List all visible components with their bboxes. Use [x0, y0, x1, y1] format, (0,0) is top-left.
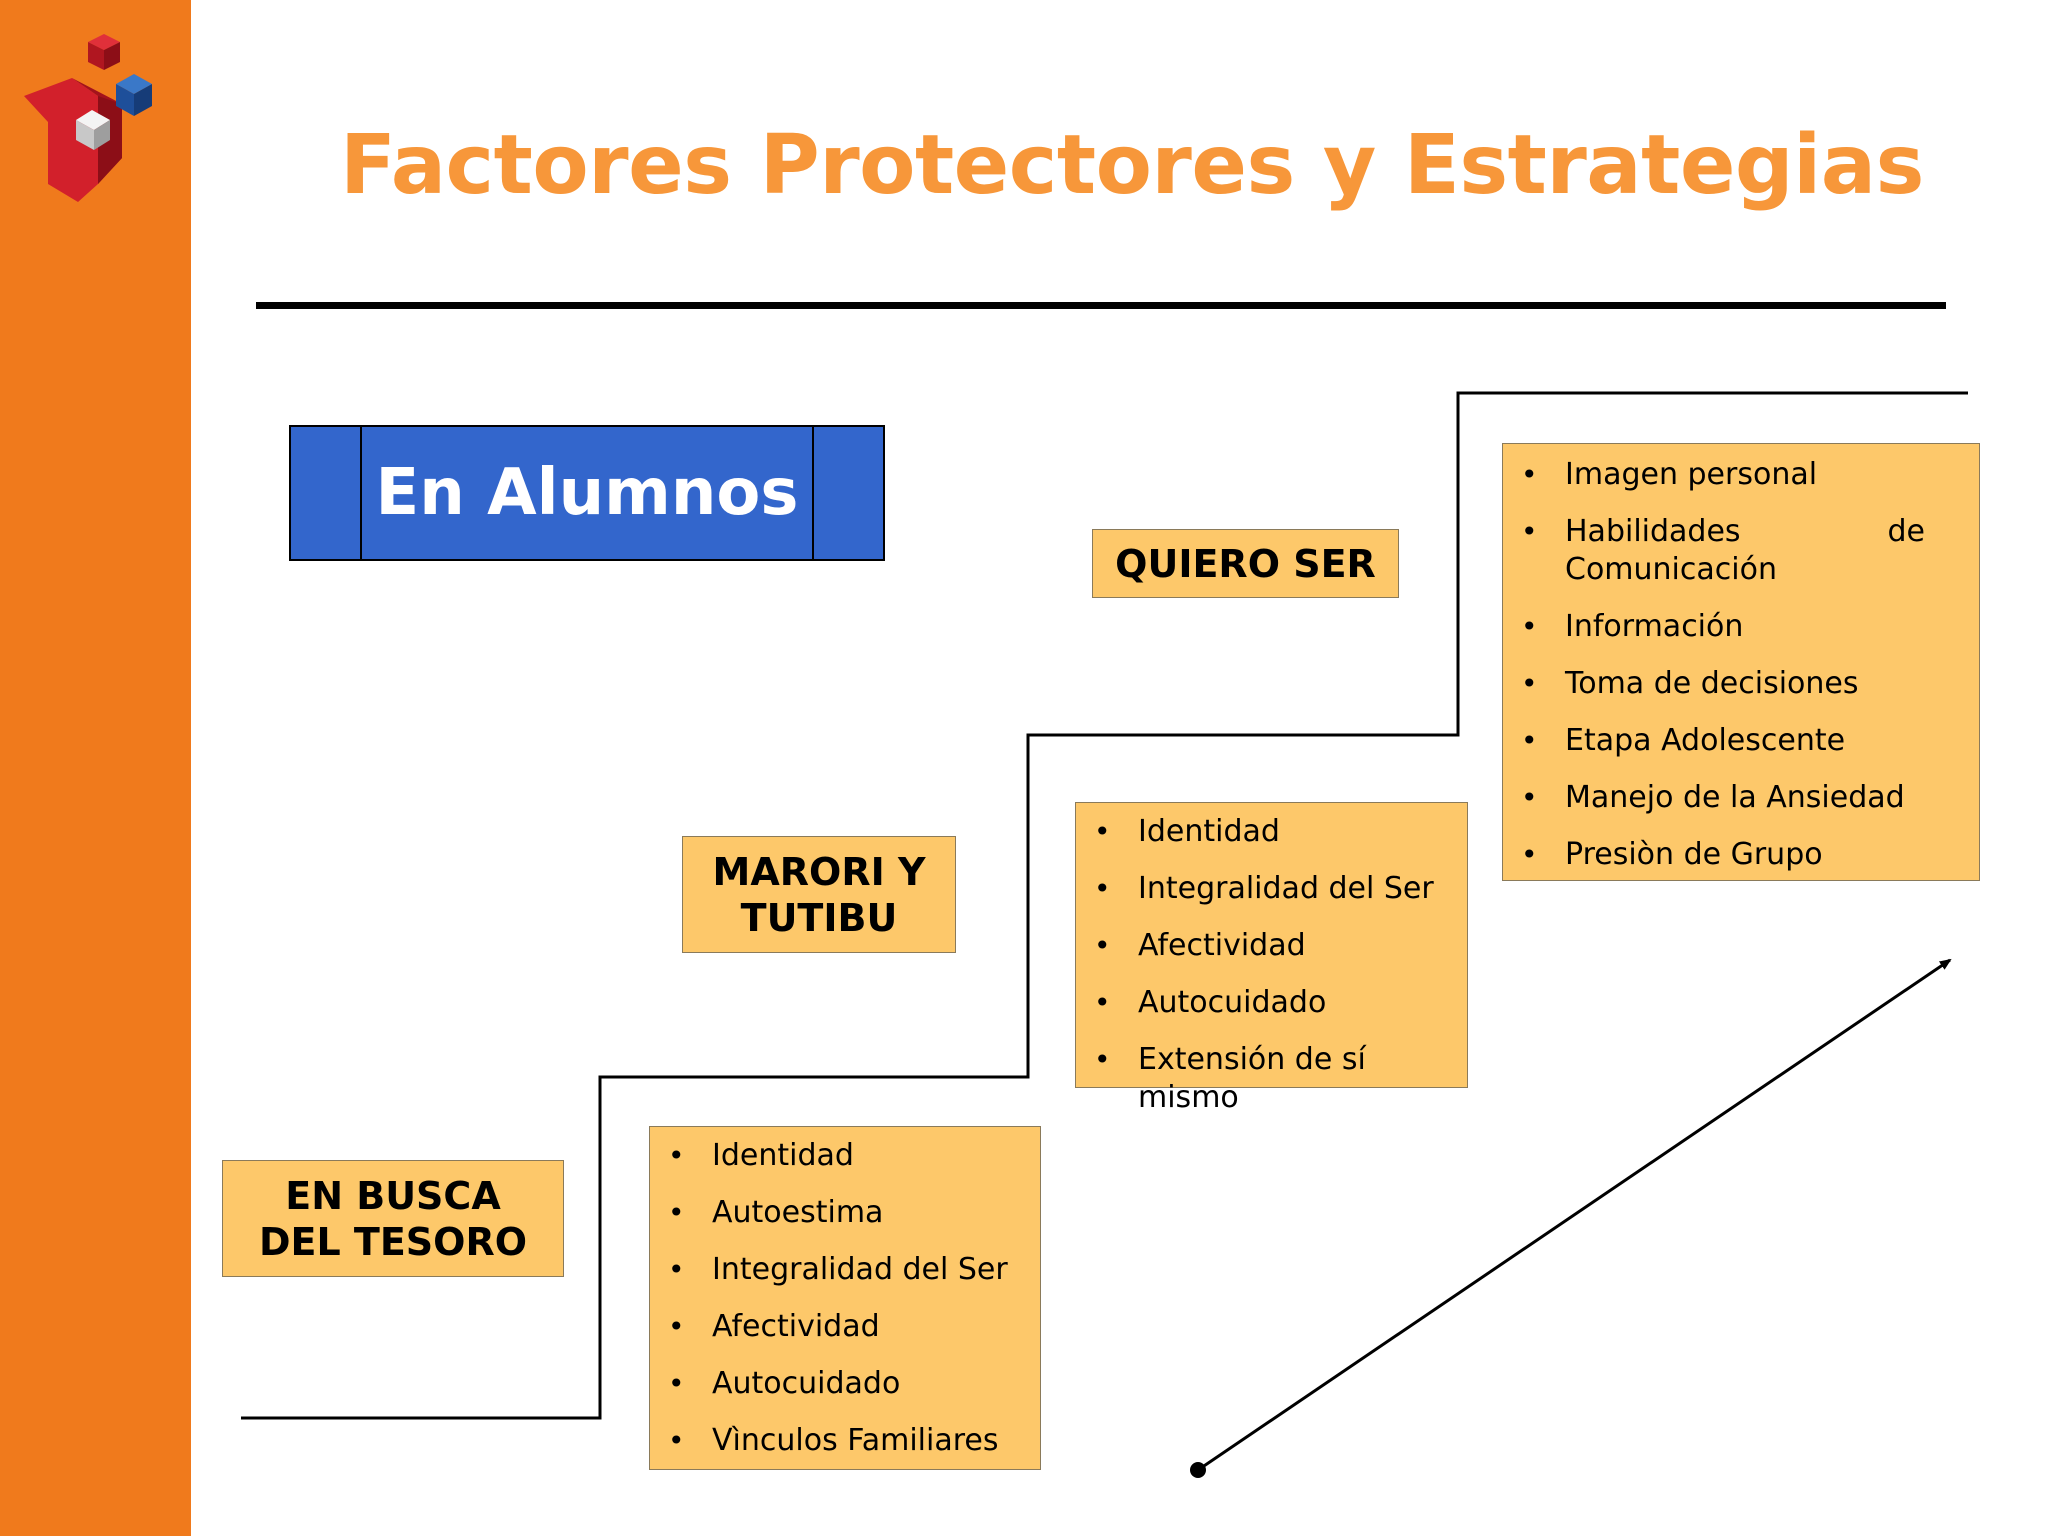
stage-label-line: TUTIBU [740, 895, 898, 940]
section-label-right-bar [812, 427, 814, 559]
growth-arrow-icon [1197, 958, 1952, 1472]
section-label-text: En Alumnos [375, 456, 799, 530]
list-item: Identidad [650, 1137, 1040, 1175]
list-item: Habilidades de Comunicación [1503, 513, 1979, 589]
staircase-line [241, 391, 1968, 1420]
stage-label-quiero-ser: QUIERO SER [1092, 529, 1399, 598]
list-item: Autoestima [650, 1194, 1040, 1232]
stage-label-line: EN BUSCA [285, 1173, 501, 1218]
stage-items-en-busca-del-tesoro: Identidad Autoestima Integralidad del Se… [649, 1126, 1041, 1470]
stage-label-marori-y-tutibu: MARORI Y TUTIBU [682, 836, 956, 953]
list-item: Integralidad del Ser [650, 1251, 1040, 1289]
slide-title: Factores Protectores y Estrategias [340, 118, 1924, 213]
list-item: Imagen personal [1503, 456, 1979, 494]
list-item-text: Habilidades de Comunicación [1565, 514, 1925, 587]
list-item: Información [1503, 608, 1979, 646]
stage-label-en-busca-del-tesoro: EN BUSCA DEL TESORO [222, 1160, 564, 1277]
stage-items-marori-y-tutibu: Identidad Integralidad del Ser Afectivid… [1075, 802, 1468, 1115]
list-item: Integralidad del Ser [1076, 870, 1467, 908]
section-label-en-alumnos: En Alumnos [289, 425, 885, 561]
list-item: Presiòn de Grupo [1503, 836, 1979, 874]
stage-label-line: DEL TESORO [258, 1219, 528, 1264]
list-item: Extensión de sí mismo [1076, 1041, 1467, 1117]
stage-items-quiero-ser: Imagen personal Habilidades de Comunicac… [1502, 443, 1980, 881]
list-item: Etapa Adolescente [1503, 722, 1979, 760]
arrow-origin-dot [1190, 1462, 1206, 1478]
title-underline [256, 302, 1946, 309]
stage-label-line: MARORI Y [712, 849, 926, 894]
list-item: Manejo de la Ansiedad [1503, 779, 1979, 817]
logo-cubes-icon [24, 34, 152, 202]
list-item: Afectividad [1076, 927, 1467, 965]
list-item: Autocuidado [650, 1365, 1040, 1403]
list-item: Autocuidado [1076, 984, 1467, 1022]
list-item: Toma de decisiones [1503, 665, 1979, 703]
orange-sidebar [0, 0, 191, 1536]
stage-label-line: QUIERO SER [1115, 541, 1376, 586]
section-label-left-bar [360, 427, 362, 559]
list-item: Identidad [1076, 813, 1467, 851]
list-item: Afectividad [650, 1308, 1040, 1346]
list-item: Vìnculos Familiares [650, 1422, 1040, 1460]
